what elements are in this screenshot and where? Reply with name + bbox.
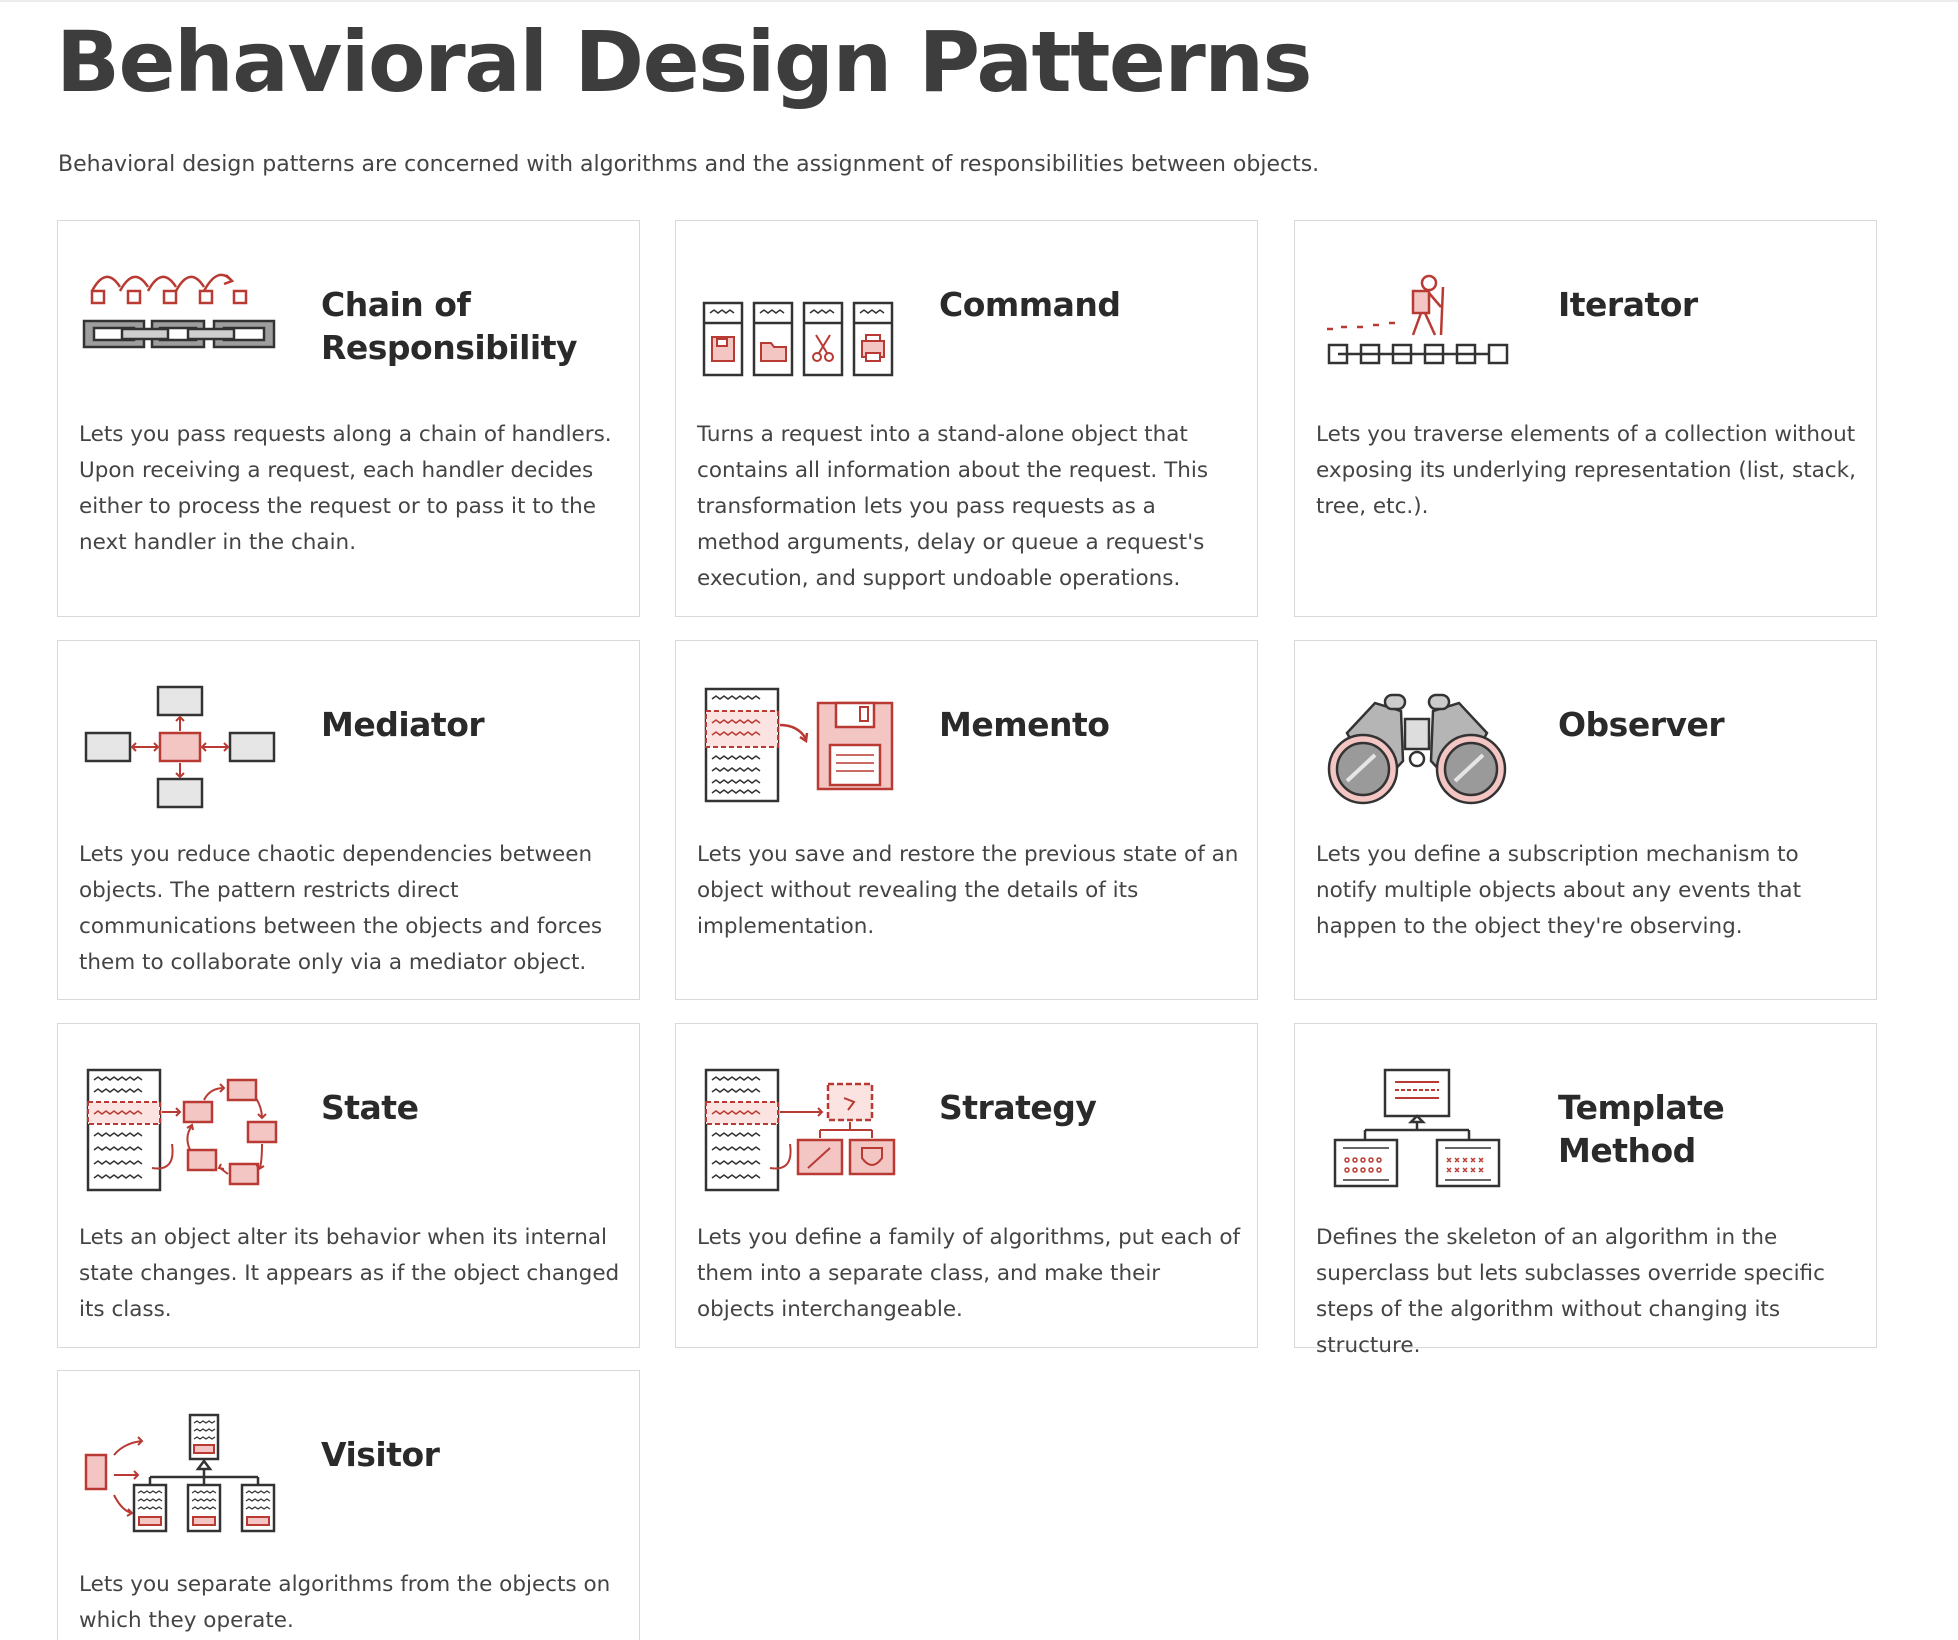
pattern-card-strategy[interactable]: Strategy Lets you define a family of alg…	[675, 1023, 1258, 1348]
pattern-title[interactable]: Template Method	[1558, 1088, 1725, 1170]
observer-icon	[1317, 681, 1517, 811]
pattern-description: Lets an object alter its behavior when i…	[79, 1225, 620, 1322]
command-icon	[698, 261, 898, 391]
visitor-icon	[80, 1411, 280, 1541]
top-divider	[0, 0, 1958, 2]
memento-icon	[698, 681, 898, 811]
pattern-description: Lets you define a family of algorithms, …	[697, 1225, 1241, 1322]
pattern-description: Turns a request into a stand-alone objec…	[697, 422, 1209, 591]
pattern-card-chain-of-responsibility[interactable]: Chain of Responsibility Lets you pass re…	[57, 220, 640, 617]
pattern-title[interactable]: Strategy	[939, 1088, 1097, 1127]
template-method-icon	[1317, 1064, 1517, 1194]
pattern-card-template-method[interactable]: Template Method Defines the skeleton of …	[1294, 1023, 1877, 1358]
iterator-icon	[1317, 261, 1517, 391]
pattern-card-iterator[interactable]: Iterator Lets you traverse elements of a…	[1294, 220, 1877, 617]
pattern-title[interactable]: Chain of Responsibility	[321, 285, 578, 367]
pattern-title[interactable]: Mediator	[321, 705, 485, 744]
pattern-card-state[interactable]: State Lets an object alter its behavior …	[57, 1023, 640, 1348]
pattern-description: Lets you save and restore the previous s…	[697, 842, 1239, 939]
pattern-title[interactable]: Visitor	[321, 1435, 440, 1474]
pattern-card-observer[interactable]: Observer Lets you define a subscription …	[1294, 640, 1877, 1000]
pattern-title[interactable]: Command	[939, 285, 1121, 324]
pattern-description: Defines the skeleton of an algorithm in …	[1316, 1225, 1825, 1358]
pattern-description: Lets you reduce chaotic dependencies bet…	[79, 842, 603, 975]
state-icon	[80, 1064, 280, 1194]
mediator-icon	[80, 681, 280, 811]
pattern-title[interactable]: Memento	[939, 705, 1110, 744]
strategy-icon	[698, 1064, 898, 1194]
pattern-card-mediator[interactable]: Mediator Lets you reduce chaotic depende…	[57, 640, 640, 1000]
pattern-description: Lets you separate algorithms from the ob…	[79, 1572, 611, 1633]
pattern-title[interactable]: State	[321, 1088, 419, 1127]
page-title: Behavioral Design Patterns	[56, 13, 1313, 111]
page-intro: Behavioral design patterns are concerned…	[58, 152, 1320, 177]
pattern-title[interactable]: Observer	[1558, 705, 1725, 744]
pattern-card-visitor[interactable]: Visitor Lets you separate algorithms fro…	[57, 1370, 640, 1640]
pattern-description: Lets you pass requests along a chain of …	[79, 422, 612, 555]
pattern-card-command[interactable]: Command Turns a request into a stand-alo…	[675, 220, 1258, 617]
pattern-title[interactable]: Iterator	[1558, 285, 1698, 324]
chain-icon	[80, 261, 280, 391]
pattern-card-memento[interactable]: Memento Lets you save and restore the pr…	[675, 640, 1258, 1000]
pattern-description: Lets you define a subscription mechanism…	[1316, 842, 1802, 939]
pattern-description: Lets you traverse elements of a collecti…	[1316, 422, 1856, 519]
